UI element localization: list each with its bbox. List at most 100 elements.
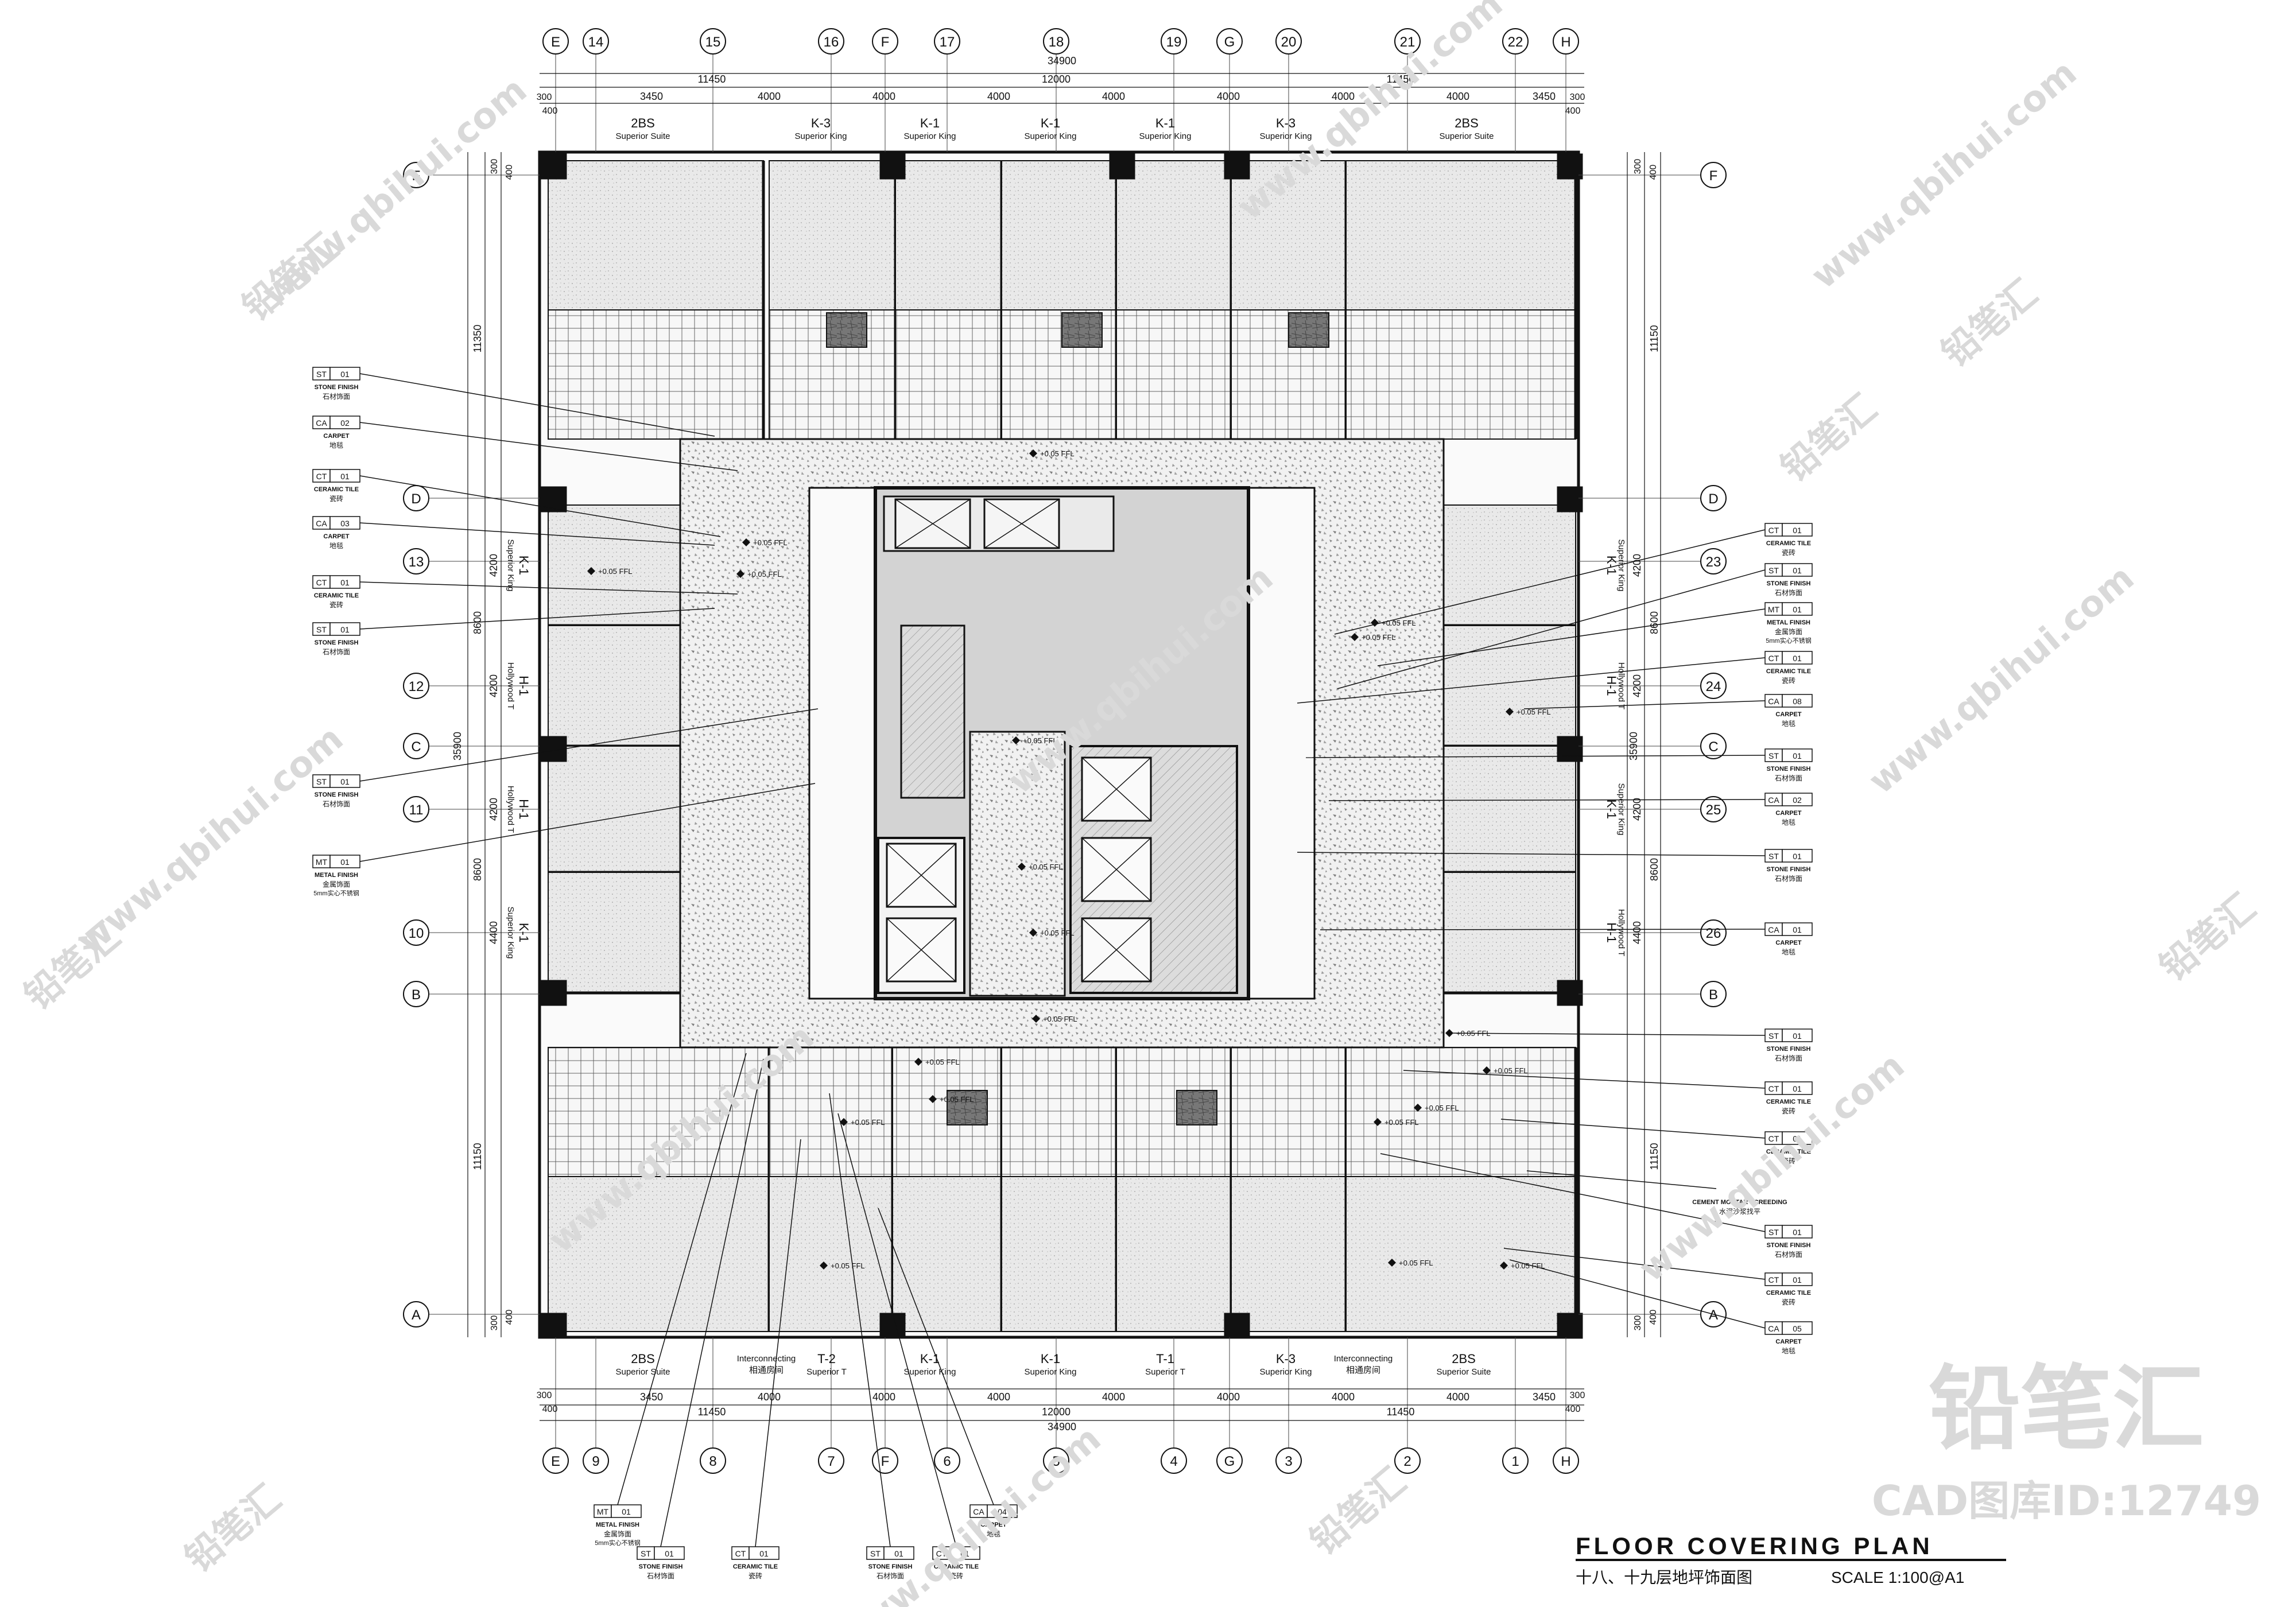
dim-bay: 3450 xyxy=(1533,1391,1556,1403)
grid-bubble xyxy=(818,28,844,55)
grid-bubble xyxy=(872,28,898,55)
leader-line xyxy=(837,1113,957,1547)
stone-vanity xyxy=(1061,312,1103,348)
grid-bubble xyxy=(1700,548,1727,575)
dim-bay: 4000 xyxy=(758,1391,781,1403)
stone-vanity xyxy=(947,1090,988,1125)
room-type: Superior King xyxy=(1616,539,1626,592)
grid-bubble xyxy=(1553,1447,1579,1474)
grid-top-label: 15 xyxy=(705,34,721,50)
material-code: CA xyxy=(1768,795,1779,805)
level-marker xyxy=(1018,863,1026,871)
watermark-site: www.qbihui.com xyxy=(1860,557,2142,802)
leader-line xyxy=(1500,1119,1766,1139)
line xyxy=(984,499,1060,549)
material-name-cn: 瓷砖 xyxy=(1782,548,1795,557)
grid-bottom-label: 5 xyxy=(1052,1454,1060,1469)
material-name: METAL FINISH xyxy=(596,1521,639,1528)
grid-bubble xyxy=(1043,28,1069,55)
material-name: CARPET xyxy=(323,533,350,540)
grid-top-label: 17 xyxy=(940,34,955,50)
material-name-cn: 石材饰面 xyxy=(1775,1054,1802,1062)
watermark-brand-small: 铅笔汇 xyxy=(2152,886,2264,989)
carpet-room-right xyxy=(1420,746,1576,873)
room-code: 2BS xyxy=(1455,116,1479,130)
material-number: 03 xyxy=(340,519,350,528)
watermark-brand: 铅笔汇 xyxy=(1929,1355,2204,1462)
grid-top-label: 14 xyxy=(588,34,604,50)
level-marker xyxy=(1374,1118,1382,1126)
leader-line xyxy=(1337,569,1766,689)
material-note: 5mm实心不锈钢 xyxy=(595,1539,640,1547)
room-type: Superior King xyxy=(506,907,515,959)
bathroom-tile-bottom xyxy=(769,1047,893,1177)
dim-bay: 4000 xyxy=(872,91,895,102)
watermark-brand-small: 铅笔汇 xyxy=(235,226,347,329)
stone-vanity xyxy=(1288,312,1329,348)
grid-top-label: H xyxy=(1561,34,1570,50)
dim-group: 8600 xyxy=(1649,611,1660,634)
room-code: 2BS xyxy=(631,116,655,130)
level-mark: +0.05 FFL xyxy=(1511,1261,1545,1270)
material-code: CT xyxy=(316,472,327,481)
grid-bubble xyxy=(403,162,429,188)
leader-line xyxy=(359,522,715,546)
grid-top-label: 19 xyxy=(1166,34,1182,50)
leader-line xyxy=(1328,799,1766,801)
material-name: CERAMIC TILE xyxy=(314,592,359,599)
grid-left-label: A xyxy=(412,1307,421,1323)
bathroom-tile-top xyxy=(548,309,764,440)
dim-edge: 300 xyxy=(1570,92,1585,102)
room-code: K-1 xyxy=(920,116,940,130)
material-code: ST xyxy=(641,1549,651,1558)
dim-edge: 300 xyxy=(490,159,499,174)
carpet-room-top xyxy=(1231,160,1347,310)
dim-edge: 300 xyxy=(537,1391,552,1400)
material-code: ST xyxy=(870,1549,881,1558)
material-name-cn: 瓷砖 xyxy=(1782,676,1795,685)
level-mark: +0.05 FFL xyxy=(1517,708,1551,716)
material-name: CERAMIC TILE xyxy=(314,486,359,493)
dim-bay: 4000 xyxy=(1446,1391,1469,1403)
room-code: K-1 xyxy=(1604,799,1619,819)
material-number: 01 xyxy=(1793,1228,1802,1237)
watermark-brand-small: 铅笔汇 xyxy=(1773,387,1885,490)
grid-right-label: 24 xyxy=(1706,679,1721,694)
material-number: 05 xyxy=(1793,1324,1802,1333)
material-name: CARPET xyxy=(1775,1338,1802,1345)
grid-bubble xyxy=(1700,162,1727,188)
carpet-room-bottom xyxy=(1231,1176,1347,1332)
material-name-cn: 石材饰面 xyxy=(876,1572,904,1580)
material-tag-box xyxy=(1782,793,1813,806)
carpet-room-bottom xyxy=(1116,1176,1232,1332)
dim-bay: 4000 xyxy=(1217,91,1240,102)
level-marker xyxy=(1351,633,1359,641)
dim-bay: 4000 xyxy=(872,1391,895,1403)
carpet-room-bottom xyxy=(1001,1176,1117,1332)
material-code: ST xyxy=(316,625,327,634)
material-tag-box xyxy=(1782,849,1813,863)
material-name: CERAMIC TILE xyxy=(1766,540,1811,547)
level-mark: +0.05 FFL xyxy=(1029,863,1063,871)
leader-line xyxy=(359,608,715,630)
material-number: 01 xyxy=(1793,1275,1802,1284)
material-code: MT xyxy=(1768,605,1780,614)
material-tag-box xyxy=(1782,748,1813,762)
grid-right-label: 25 xyxy=(1706,802,1721,818)
dim-edge: 300 xyxy=(490,1315,499,1331)
dim-edge: 400 xyxy=(542,1404,558,1414)
material-name: STONE FINISH xyxy=(315,791,359,798)
grid-bottom-label: 6 xyxy=(943,1454,951,1469)
material-number: 01 xyxy=(1793,751,1802,760)
grid-bubble xyxy=(1700,733,1727,759)
bathroom-tile-bottom xyxy=(1345,1047,1576,1177)
grid-bubble xyxy=(1394,1447,1421,1474)
material-number: 01 xyxy=(340,578,350,587)
room-type: Superior Suite xyxy=(1439,131,1494,141)
material-tag-box xyxy=(1782,694,1813,708)
bathroom-tile-top xyxy=(1116,309,1232,440)
room-code: H-1 xyxy=(517,799,531,819)
interconnecting-label: Interconnecting xyxy=(1334,1354,1393,1364)
grid-right-label: A xyxy=(1709,1307,1718,1323)
structural-column xyxy=(1109,153,1135,180)
